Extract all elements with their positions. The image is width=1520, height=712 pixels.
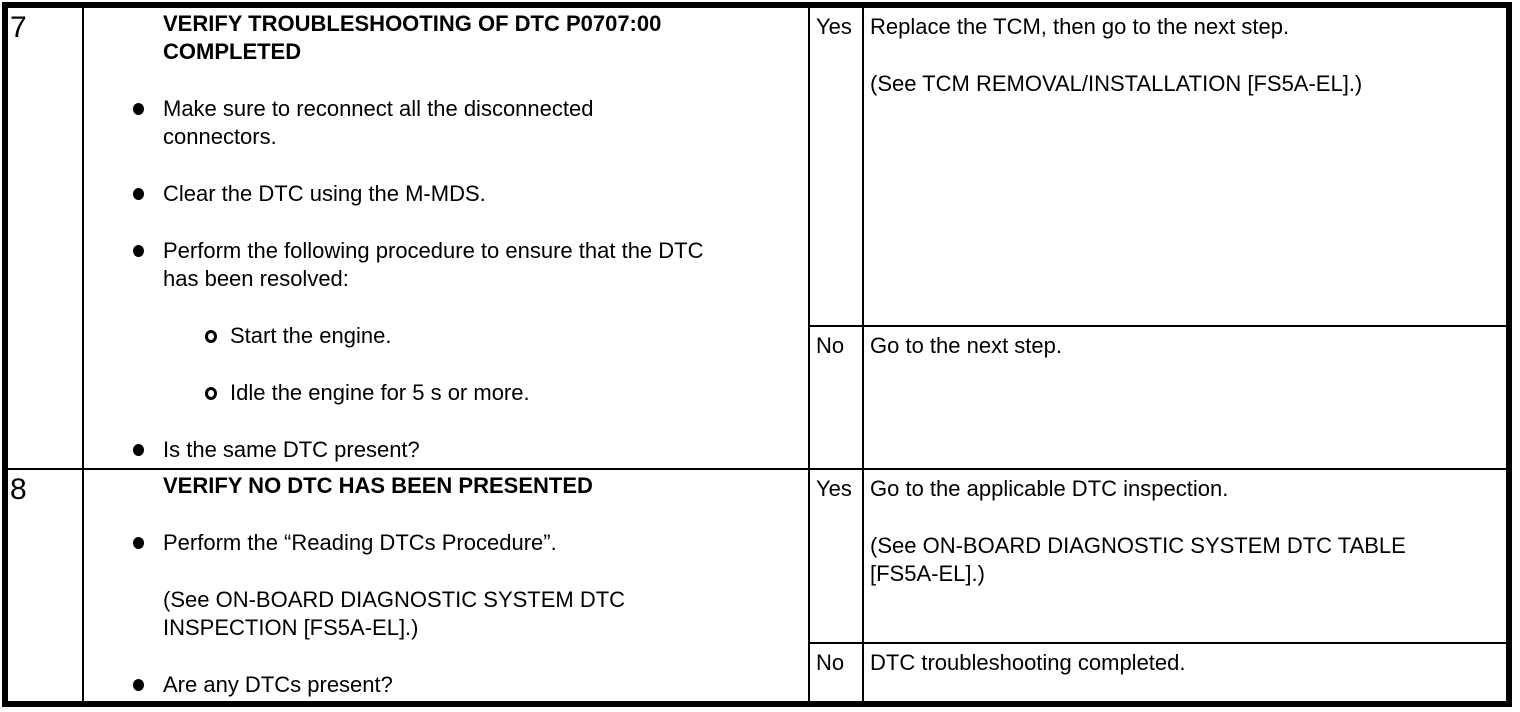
action-paragraph: Replace the TCM, then go to the next ste… <box>870 14 1290 39</box>
title-line: VERIFY TROUBLESHOOTING OF DTC P0707:00 <box>163 11 662 36</box>
inspection-title: VERIFY NO DTC HAS BEEN PRESENTED <box>163 472 808 500</box>
action-cell: DTC troubleshooting completed. <box>864 644 1506 701</box>
bullet-icon <box>133 95 163 151</box>
answer-yes-cell: Yes <box>810 470 864 642</box>
step-number-cell: 7 <box>8 8 84 468</box>
results-cell: Yes Replace the TCM, then go to the next… <box>810 8 1506 468</box>
reference-note: (See ON-BOARD DIAGNOSTIC SYSTEM DTC INSP… <box>163 587 626 640</box>
bullet-icon <box>133 436 163 464</box>
circle-bullet-icon <box>205 322 230 350</box>
table-row-step-7: 7 VERIFY TROUBLESHOOTING OF DTC P0707:00… <box>8 8 1506 470</box>
bullet-item: Make sure to reconnect all the disconnec… <box>84 95 808 151</box>
bullet-item: Are any DTCs present? <box>84 671 808 699</box>
sub-bullet-item: Start the engine. <box>84 322 808 350</box>
answer-no-cell: No <box>810 644 864 701</box>
title-line: COMPLETED <box>163 39 302 64</box>
answer-no-cell: No <box>810 327 864 468</box>
bullet-text: Perform the “Reading DTCs Procedure”. <box>163 530 557 555</box>
action-paragraph: Go to the applicable DTC inspection. <box>870 476 1229 501</box>
answer-yes-cell: Yes <box>810 8 864 325</box>
sub-bullet-text: Start the engine. <box>230 323 392 348</box>
action-cell: Go to the applicable DTC inspection. (Se… <box>864 470 1506 642</box>
bullet-icon <box>133 180 163 208</box>
bullet-item: Is the same DTC present? <box>84 436 808 464</box>
results-cell: Yes Go to the applicable DTC inspection.… <box>810 470 1506 701</box>
result-no-row: No DTC troubleshooting completed. <box>810 644 1506 701</box>
bullet-text: Clear the DTC using the M-MDS. <box>163 181 486 206</box>
sub-bullet-text: Idle the engine for 5 s or more. <box>230 380 530 405</box>
step-number-cell: 8 <box>8 470 84 701</box>
sub-bullet-item: Idle the engine for 5 s or more. <box>84 379 808 407</box>
bullet-text: Is the same DTC present? <box>163 437 420 462</box>
circle-bullet-icon <box>205 379 230 407</box>
result-yes-row: Yes Replace the TCM, then go to the next… <box>810 8 1506 327</box>
inspection-title: VERIFY TROUBLESHOOTING OF DTC P0707:00 C… <box>163 10 808 66</box>
action-paragraph: (See TCM REMOVAL/INSTALLATION [FS5A-EL].… <box>870 71 1363 96</box>
bullet-item: Perform the following procedure to ensur… <box>84 237 808 293</box>
result-yes-row: Yes Go to the applicable DTC inspection.… <box>810 470 1506 644</box>
title-line: VERIFY NO DTC HAS BEEN PRESENTED <box>163 473 593 498</box>
action-paragraph: Go to the next step. <box>870 333 1063 358</box>
action-cell: Replace the TCM, then go to the next ste… <box>864 8 1506 325</box>
action-cell: Go to the next step. <box>864 327 1506 468</box>
action-paragraph: (See ON-BOARD DIAGNOSTIC SYSTEM DTC TABL… <box>870 533 1406 586</box>
bullet-text: Make sure to reconnect all the disconnec… <box>163 96 594 149</box>
bullet-item: Clear the DTC using the M-MDS. <box>84 180 808 208</box>
inspection-cell: VERIFY TROUBLESHOOTING OF DTC P0707:00 C… <box>84 8 810 468</box>
bullet-icon <box>133 237 163 293</box>
result-no-row: No Go to the next step. <box>810 327 1506 468</box>
inspection-cell: VERIFY NO DTC HAS BEEN PRESENTED Perform… <box>84 470 810 701</box>
bullet-text: Perform the following procedure to ensur… <box>163 238 704 291</box>
table-row-step-8: 8 VERIFY NO DTC HAS BEEN PRESENTED Perfo… <box>8 470 1506 701</box>
bullet-icon <box>133 529 163 557</box>
bullet-item: Perform the “Reading DTCs Procedure”. <box>84 529 808 557</box>
bullet-text: Are any DTCs present? <box>163 672 393 697</box>
action-paragraph: DTC troubleshooting completed. <box>870 650 1186 675</box>
bullet-icon <box>133 671 163 699</box>
